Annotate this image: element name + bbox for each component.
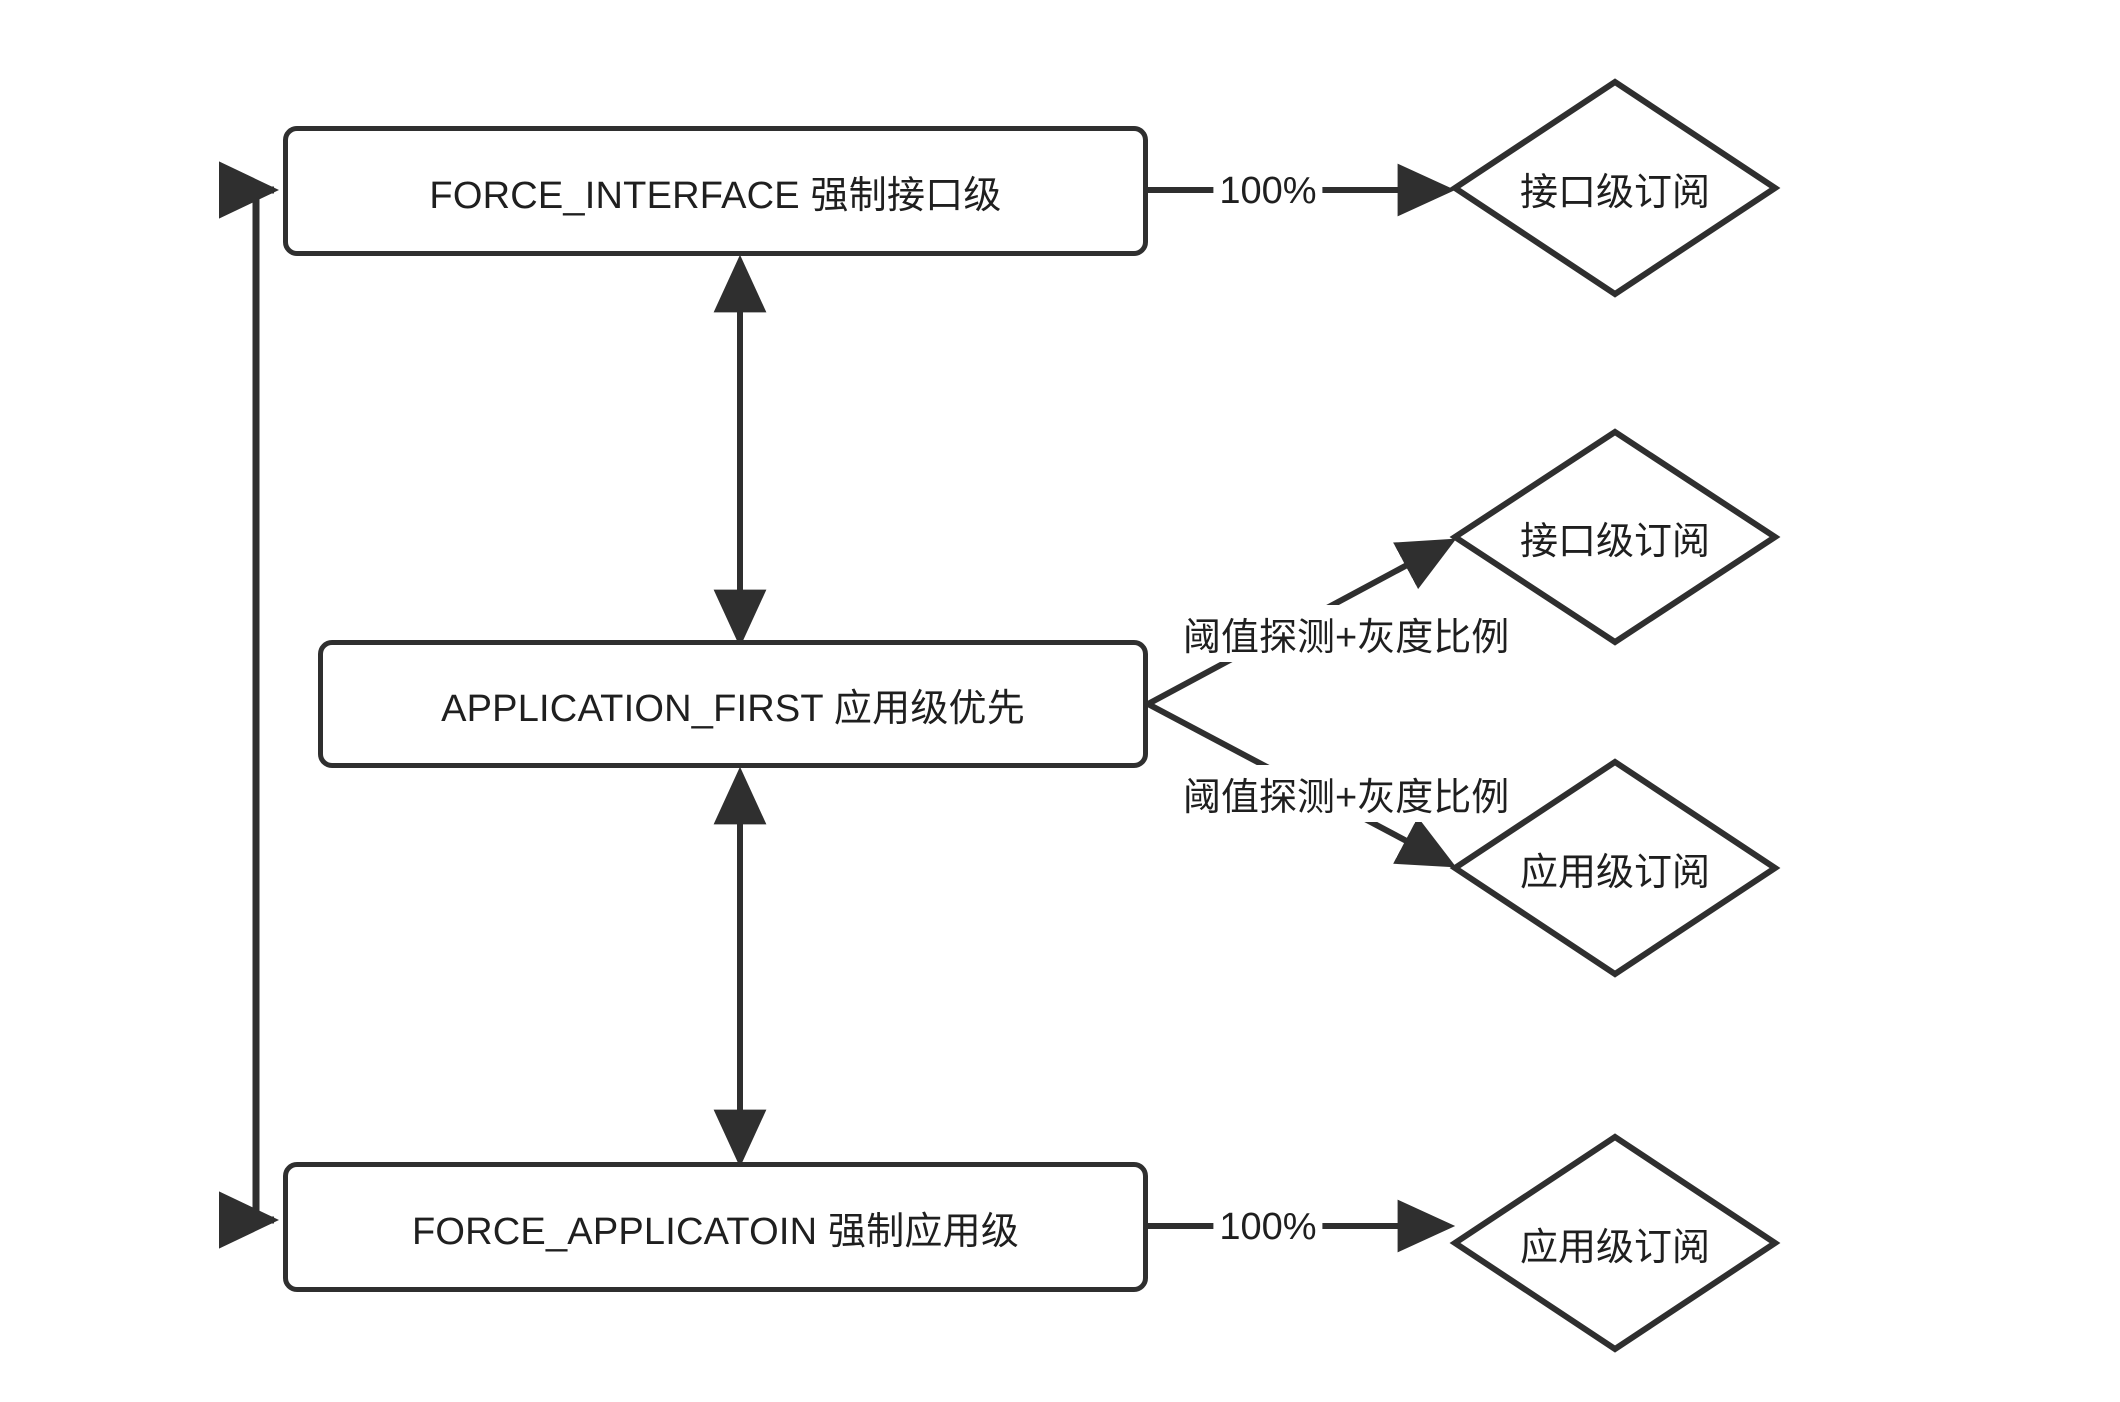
node-force-interface[interactable]: FORCE_INTERFACE 强制接口级 bbox=[283, 126, 1148, 256]
edge-label-gray-upper: 阈值探测+灰度比例 bbox=[1175, 605, 1518, 662]
node-app-sub-bottom-label: 应用级订阅 bbox=[1519, 1226, 1710, 1269]
node-application-first[interactable]: APPLICATION_FIRST 应用级优先 bbox=[318, 640, 1148, 768]
decision-shape-app-mid bbox=[1449, 758, 1781, 978]
edge-label-pct-bottom: 100% bbox=[1213, 1206, 1323, 1249]
edge-mode-loop bbox=[218, 161, 280, 1249]
node-app-sub-bottom[interactable]: 应用级订阅 bbox=[1455, 1137, 1775, 1349]
edge-label-gray-lower: 阈值探测+灰度比例 bbox=[1175, 765, 1518, 822]
edge-label-pct-top: 100% bbox=[1213, 170, 1323, 213]
node-force-interface-label: FORCE_INTERFACE 强制接口级 bbox=[429, 174, 1002, 217]
decision-shape-iface-mid bbox=[1449, 428, 1781, 646]
decision-shape-app-bottom bbox=[1449, 1133, 1781, 1353]
node-iface-sub-top-label: 接口级订阅 bbox=[1519, 171, 1710, 214]
node-force-application[interactable]: FORCE_APPLICATOIN 强制应用级 bbox=[283, 1162, 1148, 1292]
node-force-application-label: FORCE_APPLICATOIN 强制应用级 bbox=[411, 1210, 1020, 1253]
decision-shape-iface-top bbox=[1449, 78, 1781, 298]
node-application-first-label: APPLICATION_FIRST 应用级优先 bbox=[441, 687, 1025, 730]
node-iface-sub-top[interactable]: 接口级订阅 bbox=[1455, 82, 1775, 294]
